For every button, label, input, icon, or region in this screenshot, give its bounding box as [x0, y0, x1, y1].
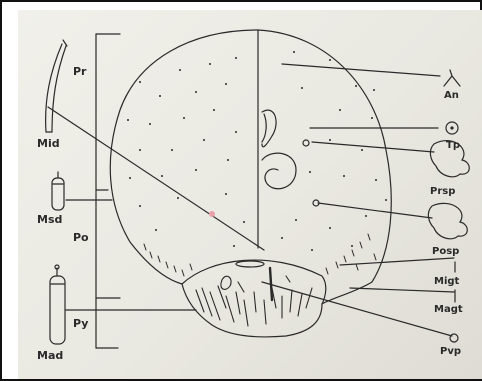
label-pr: Pr	[73, 66, 87, 78]
label-migt: Migt	[434, 276, 459, 288]
posp-spiracle-glyph	[428, 203, 467, 238]
mad-duct	[50, 276, 65, 344]
diagonal-line	[48, 107, 264, 250]
leader-posp	[318, 203, 432, 218]
body-spiracle-posterior	[262, 153, 296, 189]
pvp-pore-glyph	[450, 334, 458, 342]
marginal-setae	[144, 234, 376, 276]
anal-ring-glyph	[444, 70, 460, 86]
tubular-pore-dot	[451, 127, 453, 129]
leader-prsp	[312, 142, 434, 152]
label-an: An	[444, 90, 459, 102]
leader-an	[282, 64, 440, 76]
body-dots	[127, 51, 387, 251]
mid-duct-outer	[46, 44, 66, 132]
label-pvp: Pvp	[440, 346, 461, 358]
pink-spot	[209, 211, 215, 217]
body-spiracle-anterior-stalk	[262, 114, 266, 142]
label-posp: Posp	[432, 246, 459, 258]
tubular-pore-on-body	[303, 140, 309, 146]
label-po: Po	[73, 232, 89, 244]
label-mad: Mad	[37, 350, 63, 362]
leader-migt	[340, 258, 454, 265]
label-tp: Tp	[446, 140, 460, 152]
label-py: Py	[73, 318, 88, 330]
label-mid: Mid	[37, 138, 60, 150]
label-magt: Magt	[434, 304, 463, 316]
msd-duct	[52, 178, 64, 210]
mid-duct-inner	[63, 40, 67, 46]
body-outline	[110, 30, 391, 337]
pygidium-markings	[196, 268, 312, 326]
leader-magt	[350, 288, 454, 292]
label-prsp: Prsp	[430, 186, 455, 198]
pygidial-oval	[236, 261, 264, 267]
label-msd: Msd	[37, 214, 62, 226]
